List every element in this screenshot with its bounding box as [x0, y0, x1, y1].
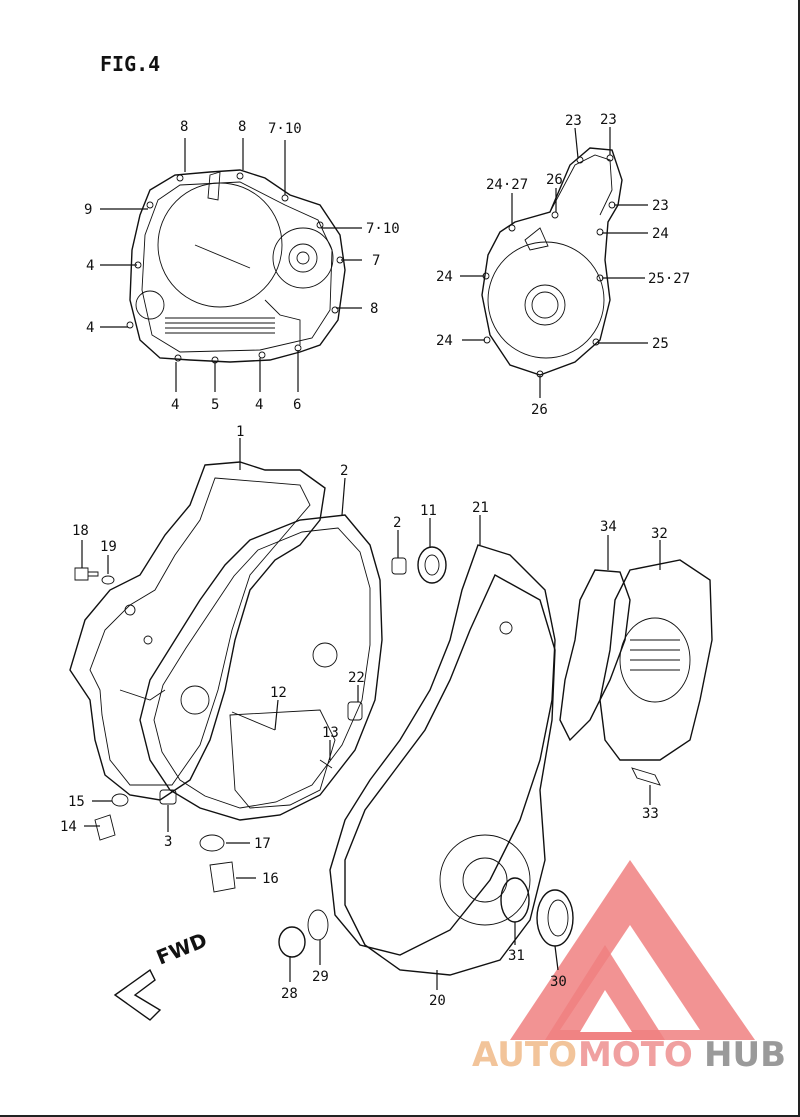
callout-exp-8: 34	[600, 519, 617, 535]
watermark-moto: MOTO	[578, 1035, 693, 1075]
callout-clutch-6: 4	[86, 258, 94, 274]
callout-clutch-3: 7·10	[268, 121, 302, 137]
callout-gen-6: 24	[652, 226, 669, 242]
callout-exp-21: 29	[312, 969, 329, 985]
callout-exp-22: 28	[281, 986, 298, 1002]
callout-exp-2: 2	[340, 463, 348, 479]
callout-exp-15: 3	[164, 834, 172, 850]
callout-clutch-2: 8	[238, 119, 246, 135]
callout-exp-3: 18	[72, 523, 89, 539]
callout-clutch-11: 5	[211, 397, 219, 413]
callout-clutch-1: 8	[180, 119, 188, 135]
callout-clutch-5: 7·10	[366, 221, 400, 237]
callout-clutch-7: 7	[372, 253, 380, 269]
callout-exp-23: 20	[429, 993, 446, 1009]
callout-gen-4: 24·27	[486, 177, 528, 193]
callout-clutch-4: 9	[84, 202, 92, 218]
callout-exp-5: 2	[393, 515, 401, 531]
exploded-view-leaders	[81, 438, 661, 990]
watermark-logo	[510, 860, 755, 1040]
callout-gen-10: 25	[652, 336, 669, 352]
callout-exp-12: 13	[322, 725, 339, 741]
callout-gen-9: 24	[436, 333, 453, 349]
callout-clutch-13: 6	[293, 397, 301, 413]
callout-exp-13: 15	[68, 794, 85, 810]
callout-clutch-9: 8	[370, 301, 378, 317]
generator-cover-drawing	[481, 147, 623, 378]
callout-exp-20: 30	[550, 974, 567, 990]
callout-exp-11: 22	[348, 670, 365, 686]
watermark-auto: AUTO	[472, 1035, 577, 1075]
callout-exp-16: 17	[254, 836, 271, 852]
clutch-cover-leaders	[100, 138, 362, 392]
callout-exp-18: 33	[642, 806, 659, 822]
callout-exp-1: 1	[236, 424, 244, 440]
callout-exp-4: 19	[100, 539, 117, 555]
callout-exp-9: 32	[651, 526, 668, 542]
fwd-label: FWD	[153, 928, 211, 970]
callout-exp-17: 16	[262, 871, 279, 887]
callout-exp-6: 11	[420, 503, 437, 519]
callout-gen-2: 23	[600, 112, 617, 128]
callout-gen-3: 26	[546, 172, 563, 188]
callout-gen-5: 23	[652, 198, 669, 214]
callout-clutch-8: 4	[86, 320, 94, 336]
generator-cover-leaders	[460, 127, 648, 398]
callout-clutch-10: 4	[171, 397, 179, 413]
callout-gen-1: 23	[565, 113, 582, 129]
watermark-hub: HUB	[704, 1035, 786, 1075]
callout-gen-7: 24	[436, 269, 453, 285]
callout-gen-8: 25·27	[648, 271, 690, 287]
callout-exp-7: 21	[472, 500, 489, 516]
callout-exp-14: 14	[60, 819, 77, 835]
clutch-cover-drawing	[126, 169, 346, 364]
figure-title: FIG.4	[100, 52, 160, 76]
callout-exp-10: 12	[270, 685, 287, 701]
callout-clutch-12: 4	[255, 397, 263, 413]
exploded-view-drawing	[69, 461, 713, 1021]
callout-gen-11: 26	[531, 402, 548, 418]
callout-exp-19: 31	[508, 948, 525, 964]
